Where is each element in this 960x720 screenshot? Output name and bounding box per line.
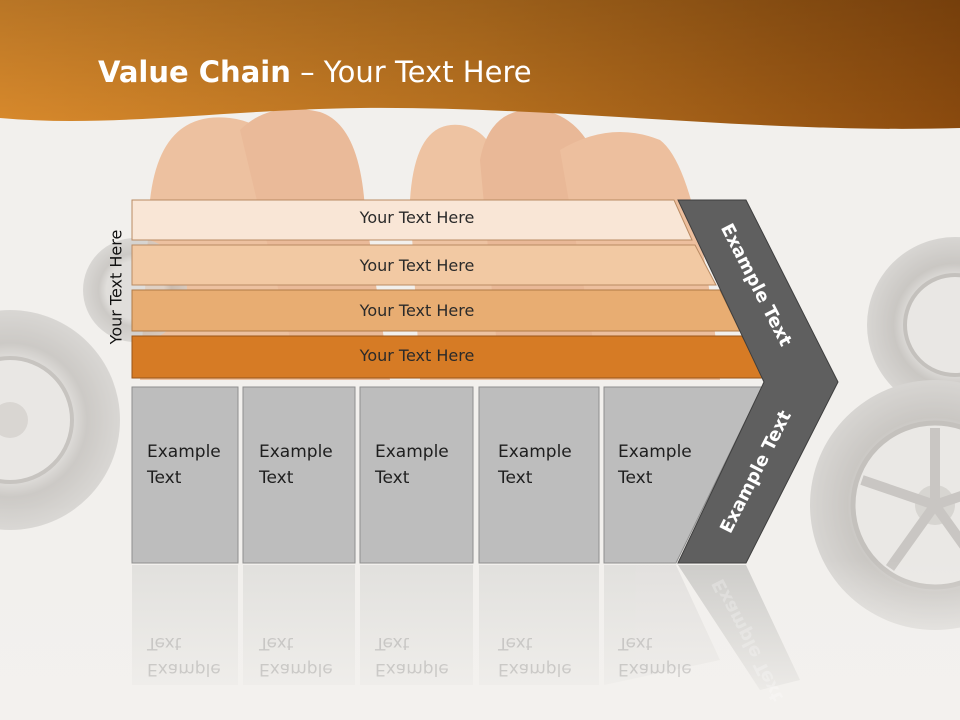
column-2-reflection: Example Text — [259, 630, 333, 682]
column-4-text: Example Text — [498, 439, 572, 491]
bar-2-shape — [131, 244, 717, 286]
column-3-text: Example Text — [375, 439, 449, 491]
side-label: Your Text Here — [106, 229, 126, 345]
column-2-text: Example Text — [259, 439, 333, 491]
column-2-line1: Example — [259, 442, 333, 462]
bar-1-shape — [131, 199, 693, 241]
column-5-reflection: Example Text — [618, 630, 692, 682]
column-1-reflection-line1: Example — [147, 659, 221, 679]
column-4-line2: Text — [498, 468, 533, 488]
column-2-reflection-line2: Text — [259, 633, 294, 653]
column-4-line1: Example — [498, 442, 572, 462]
column-1-line2: Text — [147, 468, 182, 488]
bar-4-label: Your Text Here — [359, 346, 475, 365]
title-bold: Value Chain — [98, 55, 291, 89]
column-4-reflection-line1: Example — [498, 659, 572, 679]
title-rest: – Your Text Here — [290, 55, 532, 89]
column-5-line1: Example — [618, 442, 692, 462]
column-3-line1: Example — [375, 442, 449, 462]
bar-2-label: Your Text Here — [359, 256, 475, 275]
column-1-reflection-line2: Text — [147, 633, 182, 653]
column-1-line1: Example — [147, 442, 221, 462]
column-3-line2: Text — [375, 468, 410, 488]
column-1-reflection: Example Text — [147, 630, 221, 682]
bar-1-label: Your Text Here — [359, 208, 475, 227]
column-3-reflection-line1: Example — [375, 659, 449, 679]
column-5-reflection-line1: Example — [618, 659, 692, 679]
column-5-line2: Text — [618, 468, 653, 488]
column-4-reflection: Example Text — [498, 630, 572, 682]
column-2-line2: Text — [259, 468, 294, 488]
columns — [131, 386, 763, 564]
column-3-reflection: Example Text — [375, 630, 449, 682]
column-4-reflection-line2: Text — [498, 633, 533, 653]
column-5-reflection-line2: Text — [618, 633, 653, 653]
bar-3-label: Your Text Here — [359, 301, 475, 320]
slide-title: Value Chain – Your Text Here — [98, 55, 532, 89]
column-5-text: Example Text — [618, 439, 692, 491]
column-2-reflection-line1: Example — [259, 659, 333, 679]
column-1-text: Example Text — [147, 439, 221, 491]
column-3-reflection-line2: Text — [375, 633, 410, 653]
